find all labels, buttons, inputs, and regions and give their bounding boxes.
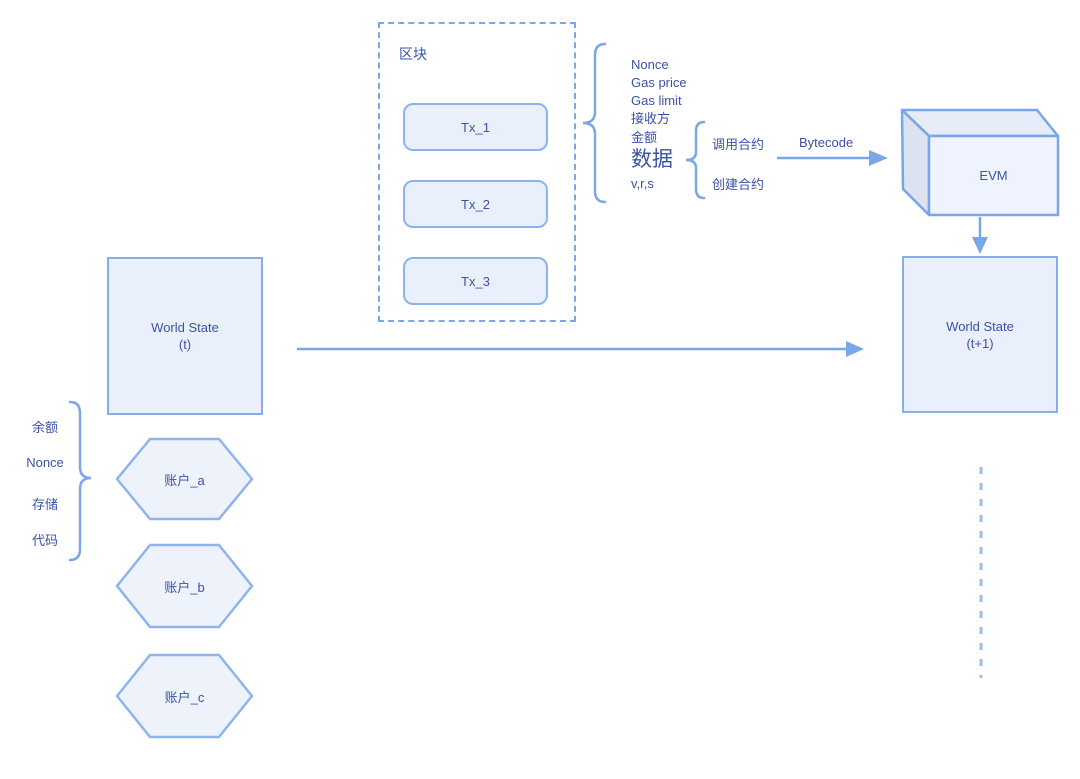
- account-node-a: [115, 437, 254, 521]
- contract-call-label: 调用合约: [712, 137, 765, 152]
- world-state-t-line2: (t): [178, 337, 192, 352]
- account-node-b: [115, 543, 254, 629]
- tx-node-1: Tx_1: [403, 103, 548, 151]
- world-state-t1-line1: World State: [946, 318, 1014, 334]
- tx-field-gas-price: Gas price: [631, 75, 687, 90]
- state-transition-arrow: [297, 341, 864, 357]
- tx-field-amount: 金额: [631, 130, 658, 145]
- evm-cube-front-face: [927, 134, 1060, 217]
- account-fields-brace: [68, 400, 92, 562]
- tx-node-2-label: Tx_2: [461, 196, 490, 212]
- evm-label: EVM: [979, 168, 1008, 183]
- account-node-c-label: 账户_c: [164, 689, 205, 705]
- account-field-balance: 余额: [31, 420, 58, 435]
- tx-field-recipient: 接收方: [631, 111, 671, 126]
- evm-cube: [900, 108, 1060, 217]
- block-label: 区块: [399, 46, 427, 62]
- world-state-t1-node: World State (t+1): [902, 256, 1058, 413]
- world-state-t-line1: World State: [151, 320, 219, 335]
- tx-node-3-label: Tx_3: [461, 273, 490, 289]
- account-field-storage: 存储: [31, 497, 58, 512]
- account-node-b-label: 账户_b: [164, 579, 205, 595]
- tx-fields-brace: [582, 42, 607, 204]
- account-field-code: 代码: [31, 533, 58, 548]
- world-state-t1-line2: (t+1): [966, 335, 994, 351]
- evm-to-worldstate-arrow: [972, 217, 988, 254]
- bytecode-label: Bytecode: [799, 135, 854, 150]
- contract-create-label: 创建合约: [712, 177, 765, 192]
- account-node-c: [115, 653, 254, 739]
- account-field-nonce: Nonce: [26, 455, 64, 470]
- block-container: [378, 22, 576, 322]
- tx-node-2: Tx_2: [403, 180, 548, 228]
- account-node-a-label: 账户_a: [164, 472, 205, 488]
- tx-node-3: Tx_3: [403, 257, 548, 305]
- tx-field-gas-limit: Gas limit: [631, 93, 682, 108]
- tx-node-1-label: Tx_1: [461, 119, 490, 135]
- tx-field-data: 数据: [631, 148, 673, 171]
- bytecode-arrow: [777, 150, 888, 166]
- world-state-t-node: World State (t): [107, 257, 263, 415]
- tx-field-vrs: v,r,s: [631, 176, 654, 191]
- tx-field-nonce: Nonce: [631, 57, 669, 72]
- data-options-brace: [685, 120, 706, 200]
